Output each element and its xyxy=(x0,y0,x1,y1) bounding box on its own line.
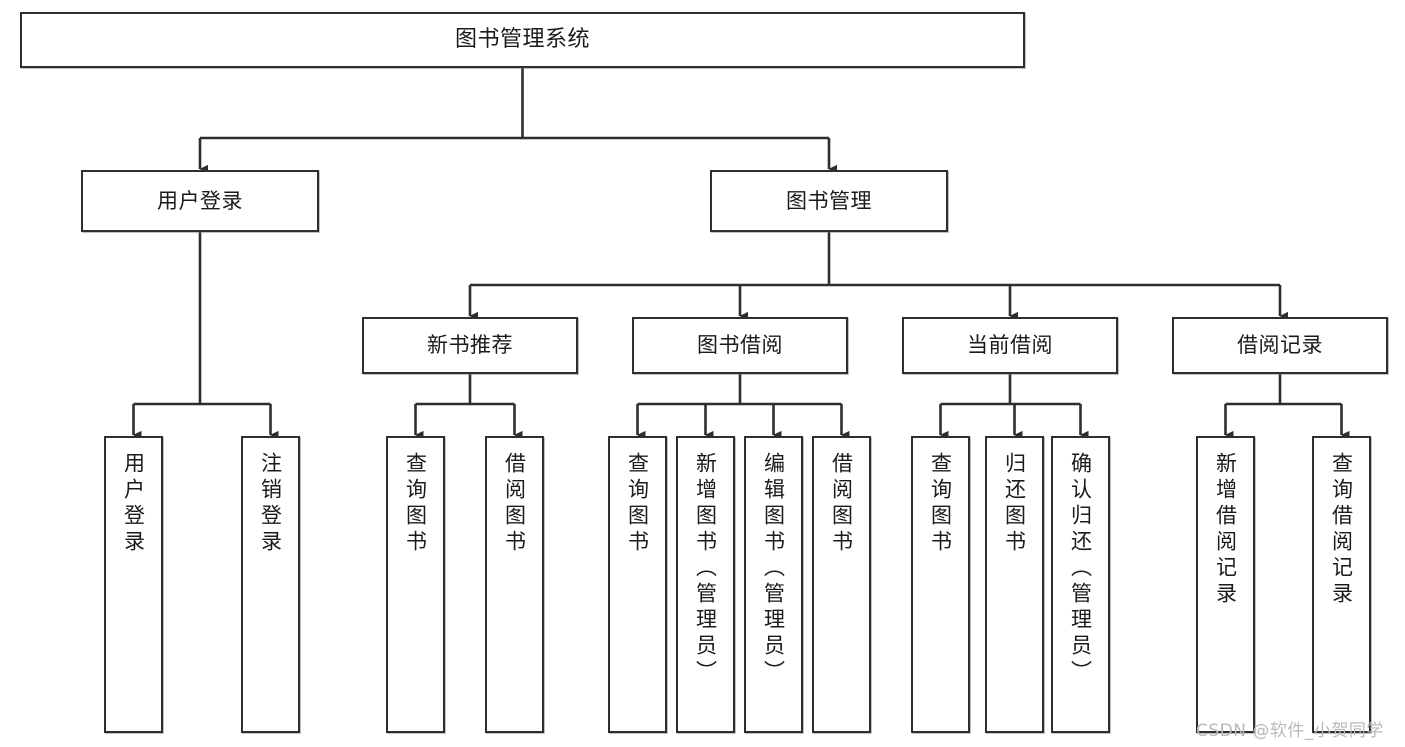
node-label: 借阅图书 xyxy=(829,452,854,556)
node-leaf-add-book-admin[interactable]: 新增图书（管理员） xyxy=(676,436,735,733)
node-leaf-query-borrow-record[interactable]: 查询借阅记录 xyxy=(1312,436,1371,733)
node-label: 图书借阅 xyxy=(697,333,783,358)
node-label: 新书推荐 xyxy=(427,333,513,358)
node-label: 借阅图书 xyxy=(502,452,527,556)
node-current-borrow[interactable]: 当前借阅 xyxy=(902,317,1118,374)
node-leaf-edit-book-admin[interactable]: 编辑图书（管理员） xyxy=(744,436,803,733)
node-book-borrow[interactable]: 图书借阅 xyxy=(632,317,848,374)
node-leaf-user-logout[interactable]: 注销登录 xyxy=(241,436,300,733)
node-label: 查询借阅记录 xyxy=(1329,452,1354,608)
node-label: 图书管理系统 xyxy=(454,27,590,53)
node-label: 用户登录 xyxy=(121,452,146,556)
node-label: 编辑图书（管理员） xyxy=(761,452,786,686)
node-leaf-confirm-return-admin[interactable]: 确认归还（管理员） xyxy=(1051,436,1110,733)
edge-paths xyxy=(132,68,1350,440)
node-label: 查询图书 xyxy=(625,452,650,556)
node-label: 确认归还（管理员） xyxy=(1068,452,1093,686)
node-new-book-recommend[interactable]: 新书推荐 xyxy=(362,317,578,374)
node-label: 用户登录 xyxy=(157,188,243,213)
node-root[interactable]: 图书管理系统 xyxy=(20,12,1025,68)
node-borrow-record[interactable]: 借阅记录 xyxy=(1172,317,1388,374)
node-user-login[interactable]: 用户登录 xyxy=(81,170,319,232)
node-leaf-add-borrow-record[interactable]: 新增借阅记录 xyxy=(1196,436,1255,733)
node-label: 归还图书 xyxy=(1002,452,1027,556)
node-leaf-query-book-1[interactable]: 查询图书 xyxy=(386,436,445,733)
node-leaf-query-book-2[interactable]: 查询图书 xyxy=(608,436,667,733)
node-label: 查询图书 xyxy=(928,452,953,556)
node-leaf-borrow-book-2[interactable]: 借阅图书 xyxy=(812,436,871,733)
node-leaf-query-book-3[interactable]: 查询图书 xyxy=(911,436,970,733)
node-label: 新增图书（管理员） xyxy=(693,452,718,686)
node-label: 当前借阅 xyxy=(967,333,1053,358)
node-label: 注销登录 xyxy=(258,452,283,556)
node-leaf-return-book[interactable]: 归还图书 xyxy=(985,436,1044,733)
node-label: 借阅记录 xyxy=(1237,333,1323,358)
node-book-manage[interactable]: 图书管理 xyxy=(710,170,948,232)
node-label: 查询图书 xyxy=(403,452,428,556)
node-leaf-borrow-book-1[interactable]: 借阅图书 xyxy=(485,436,544,733)
node-leaf-user-login[interactable]: 用户登录 xyxy=(104,436,163,733)
node-label: 图书管理 xyxy=(786,188,872,213)
watermark: CSDN @软件_小贺同学 xyxy=(1196,721,1384,741)
node-label: 新增借阅记录 xyxy=(1213,452,1238,608)
